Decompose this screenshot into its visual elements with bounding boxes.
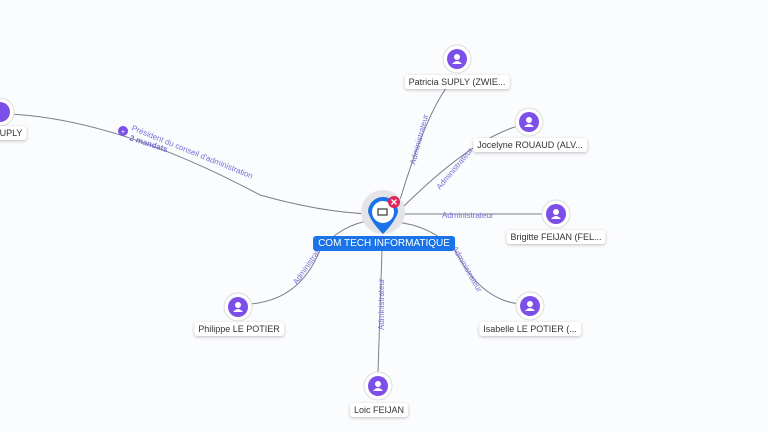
person-label[interactable]: Jocelyne ROUAUD (ALV... (473, 138, 587, 152)
person-label[interactable]: Loic FEIJAN (349, 403, 409, 417)
edge-label-isabelle: Administrateur (450, 245, 484, 294)
person-label[interactable]: Isabelle LE POTIER (... (479, 322, 581, 336)
edge-label-jocelyne: Administrateur (435, 146, 475, 192)
edge-jocelyne (399, 125, 519, 211)
company-label[interactable]: COM TECH INFORMATIQUE (313, 236, 455, 251)
person-label[interactable]: Philippe LE POTIER (194, 322, 284, 336)
person-label[interactable]: SUPLY (0, 126, 27, 140)
person-icon (363, 371, 393, 401)
company-node[interactable] (361, 190, 405, 234)
person-icons (0, 44, 571, 401)
person-icon (223, 292, 253, 322)
person-label[interactable]: Patricia SUPLY (ZWIE... (404, 75, 510, 89)
person-icon (514, 107, 544, 137)
edge-label-patricia: Administrateur (408, 113, 430, 165)
edge-suply (9, 113, 371, 215)
person-icon (442, 44, 472, 74)
company-icon (377, 208, 388, 216)
edge-label-brigitte: Administrateur (442, 211, 494, 220)
person-label[interactable]: Brigitte FEIJAN (FEL... (506, 230, 606, 244)
svg-text:+: + (121, 129, 125, 136)
person-icon (541, 199, 571, 229)
edge-loic (377, 249, 383, 373)
edge-label-suply: + Président du conseil d'administration … (118, 124, 254, 181)
closed-x-icon (388, 196, 400, 208)
person-icon (515, 291, 545, 321)
edge-isabelle (394, 221, 521, 305)
edge-label-loic: Administrateur (377, 278, 386, 330)
svg-text:Président du conseil d'adminis: Président du conseil d'administration (130, 124, 254, 181)
person-icon (0, 97, 15, 127)
